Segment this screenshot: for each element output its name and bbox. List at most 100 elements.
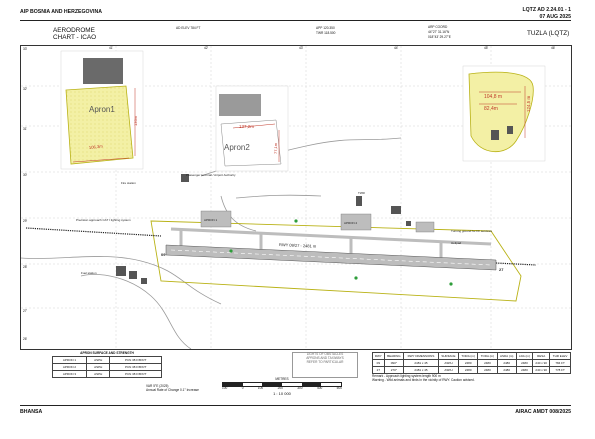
rwy-cell: 2480 [458, 366, 479, 374]
rwy-cell: 240 x 90 [532, 366, 551, 374]
rwy-header: BEARING [383, 352, 405, 360]
apron1-dim-a: 136m [133, 115, 138, 126]
rwy-cell: 240 x 90 [532, 359, 551, 367]
chart-title-line1: AERODROME [53, 27, 95, 34]
note-line1: LIGHTS OF OBSTACLES [306, 352, 344, 356]
variation-line2: Annual Rate of Change 0.1° Increase [146, 388, 199, 392]
table-row: 09 090° 2481 x 45 ASPH 2480 2480 2480 24… [372, 359, 571, 367]
rwy-cell: 784 FT [549, 359, 571, 367]
lon-tick: 44' [394, 46, 399, 50]
rwy-cell: 2480 [515, 366, 534, 374]
notes-box: LIGHTS OF OBSTACLES APRONS AND TAXIWAYS … [292, 352, 358, 378]
variation-line1: VAR 5°E (2025) [146, 384, 169, 388]
helipad-label: Helipad [451, 241, 462, 245]
threshold-09: 09 [161, 252, 166, 257]
rwy-header: ASDA (m) [496, 352, 517, 360]
aerodrome-elevation: AD ELEV 784 FT [176, 26, 201, 30]
scale-tick: 500 [336, 385, 342, 390]
apron-cell: ASPH [85, 362, 111, 371]
approach-lights-east [495, 262, 537, 266]
rwy-header: TORA (m) [458, 352, 479, 360]
apron2-dim-b: 77,1m [273, 142, 278, 154]
table-row: 27 270° 2481 x 45 ASPH 2480 2480 2480 24… [372, 366, 571, 374]
lon-tick: 43' [299, 46, 304, 50]
apron-cell: ASPH [85, 355, 111, 364]
apron-cell: PCN 38 F/B/X/T [109, 369, 162, 378]
longitude-grid [115, 46, 492, 349]
document-date: 07 AUG 2025 [539, 14, 571, 20]
lon-tick: 42' [204, 46, 209, 50]
passenger-terminal-label: Passenger terminal / Airport Authority [186, 173, 236, 177]
rwy-header: THR ELEV [549, 352, 571, 360]
footer-rule [20, 405, 571, 406]
lat-tick: 26' [23, 337, 28, 341]
rwy-header: RESA [532, 352, 551, 360]
lat-tick: 31' [23, 127, 28, 131]
east-apron-dim-c: 124,5 m [526, 95, 531, 112]
apron-cell: APRON 3 [52, 369, 87, 378]
lon-tick: 41' [109, 46, 114, 50]
lat-tick: 29' [23, 219, 28, 223]
east-apron-dim-a: 104,8 m [484, 94, 502, 100]
apron2-area [340, 213, 372, 231]
rwy-header: RWY DIMENSIONS [403, 352, 439, 360]
fire-station-label: Fire station [121, 181, 136, 185]
scale-tick: 200 [277, 385, 283, 390]
apron-cell: PCN 38 F/B/X/T [109, 355, 162, 364]
runway-remark-2: Warning - Wild animals and birds in the … [372, 377, 475, 382]
twr-frequency: TWR 118.500 [316, 31, 336, 35]
rwy-cell: 2481 x 45 [403, 359, 439, 367]
tower-label: TWR [358, 191, 366, 195]
aerodrome-map: Apron1 136m 106,3m Apron2 137,2m 77,1m 1… [21, 46, 571, 349]
rwy-cell: 09 [372, 359, 385, 367]
buildings [116, 174, 411, 284]
apron1-dim-b: 106,3m [89, 144, 104, 150]
arp-coord-label: ARP COORD [428, 25, 448, 29]
table-row: RWY BEARING RWY DIMENSIONS SURFACE TORA … [372, 352, 571, 360]
scale-ratio: 1 : 10 000 [273, 390, 291, 396]
approach-lights-west [25, 227, 162, 237]
rwy-cell: 2480 [496, 366, 517, 374]
rwy-cell: 270° [383, 366, 405, 374]
arp-longitude: 018°43' 29.27"E [428, 35, 451, 39]
rwy-cell: 090° [383, 359, 405, 367]
apron1-marker: APRON 1 [204, 218, 218, 222]
apron2-marker: APRON 2 [344, 221, 358, 225]
rwy-cell: 2481 x 45 [403, 366, 439, 374]
apron1-inset [60, 50, 144, 170]
footer-amendment: AIRAC AMDT 008/2025 [515, 409, 571, 415]
runway-label: RWY 09/27 - 2481 m [279, 242, 317, 249]
threshold-27: 27 [499, 267, 504, 272]
apron-cell: APRON 2 [52, 362, 87, 371]
runway-centerline [170, 249, 492, 266]
footer-publisher: BHANSA [20, 409, 43, 415]
lat-tick: 28' [23, 265, 28, 269]
scale-tick: 400 [316, 385, 323, 390]
lighting-label: Precision approach CAT I lighting system [76, 218, 131, 222]
apron2-dim-a: 137,2m [239, 124, 254, 129]
east-apron-dim-b: 82,4m [484, 106, 498, 112]
runway-remark-1: Remark - Approach lighting system length… [372, 374, 441, 378]
rwy-header: RWY [372, 352, 385, 360]
lon-tick: 45' [484, 46, 489, 50]
lat-tick: 32' [23, 87, 28, 91]
rwy-header: LDA (m) [515, 352, 534, 360]
runway-table: RWY BEARING RWY DIMENSIONS SURFACE TORA … [372, 352, 571, 383]
scale-bar: METRES 100 0 100 200 300 400 500 1 : 10 … [222, 377, 342, 396]
apron1-area [200, 210, 232, 228]
rwy-cell: ASPH [437, 366, 460, 374]
aerodrome-chart-frame: Apron1 136m 106,3m Apron2 137,2m 77,1m 1… [20, 45, 572, 350]
chart-title-line2: CHART - ICAO [53, 34, 97, 41]
apron3-area [415, 221, 435, 233]
rwy-cell: 2480 [496, 359, 517, 367]
rwy-cell: 2480 [458, 359, 479, 367]
app-frequency: APP 120.350 [316, 26, 335, 30]
scale-tick: 100 [257, 385, 264, 390]
green-markers [229, 219, 453, 286]
rwy-cell: 2480 [477, 366, 498, 374]
aerodrome-boundary [150, 220, 522, 302]
header-rule [20, 20, 571, 21]
lat-tick: 33' [23, 47, 28, 51]
runway-09-27 [165, 244, 497, 271]
